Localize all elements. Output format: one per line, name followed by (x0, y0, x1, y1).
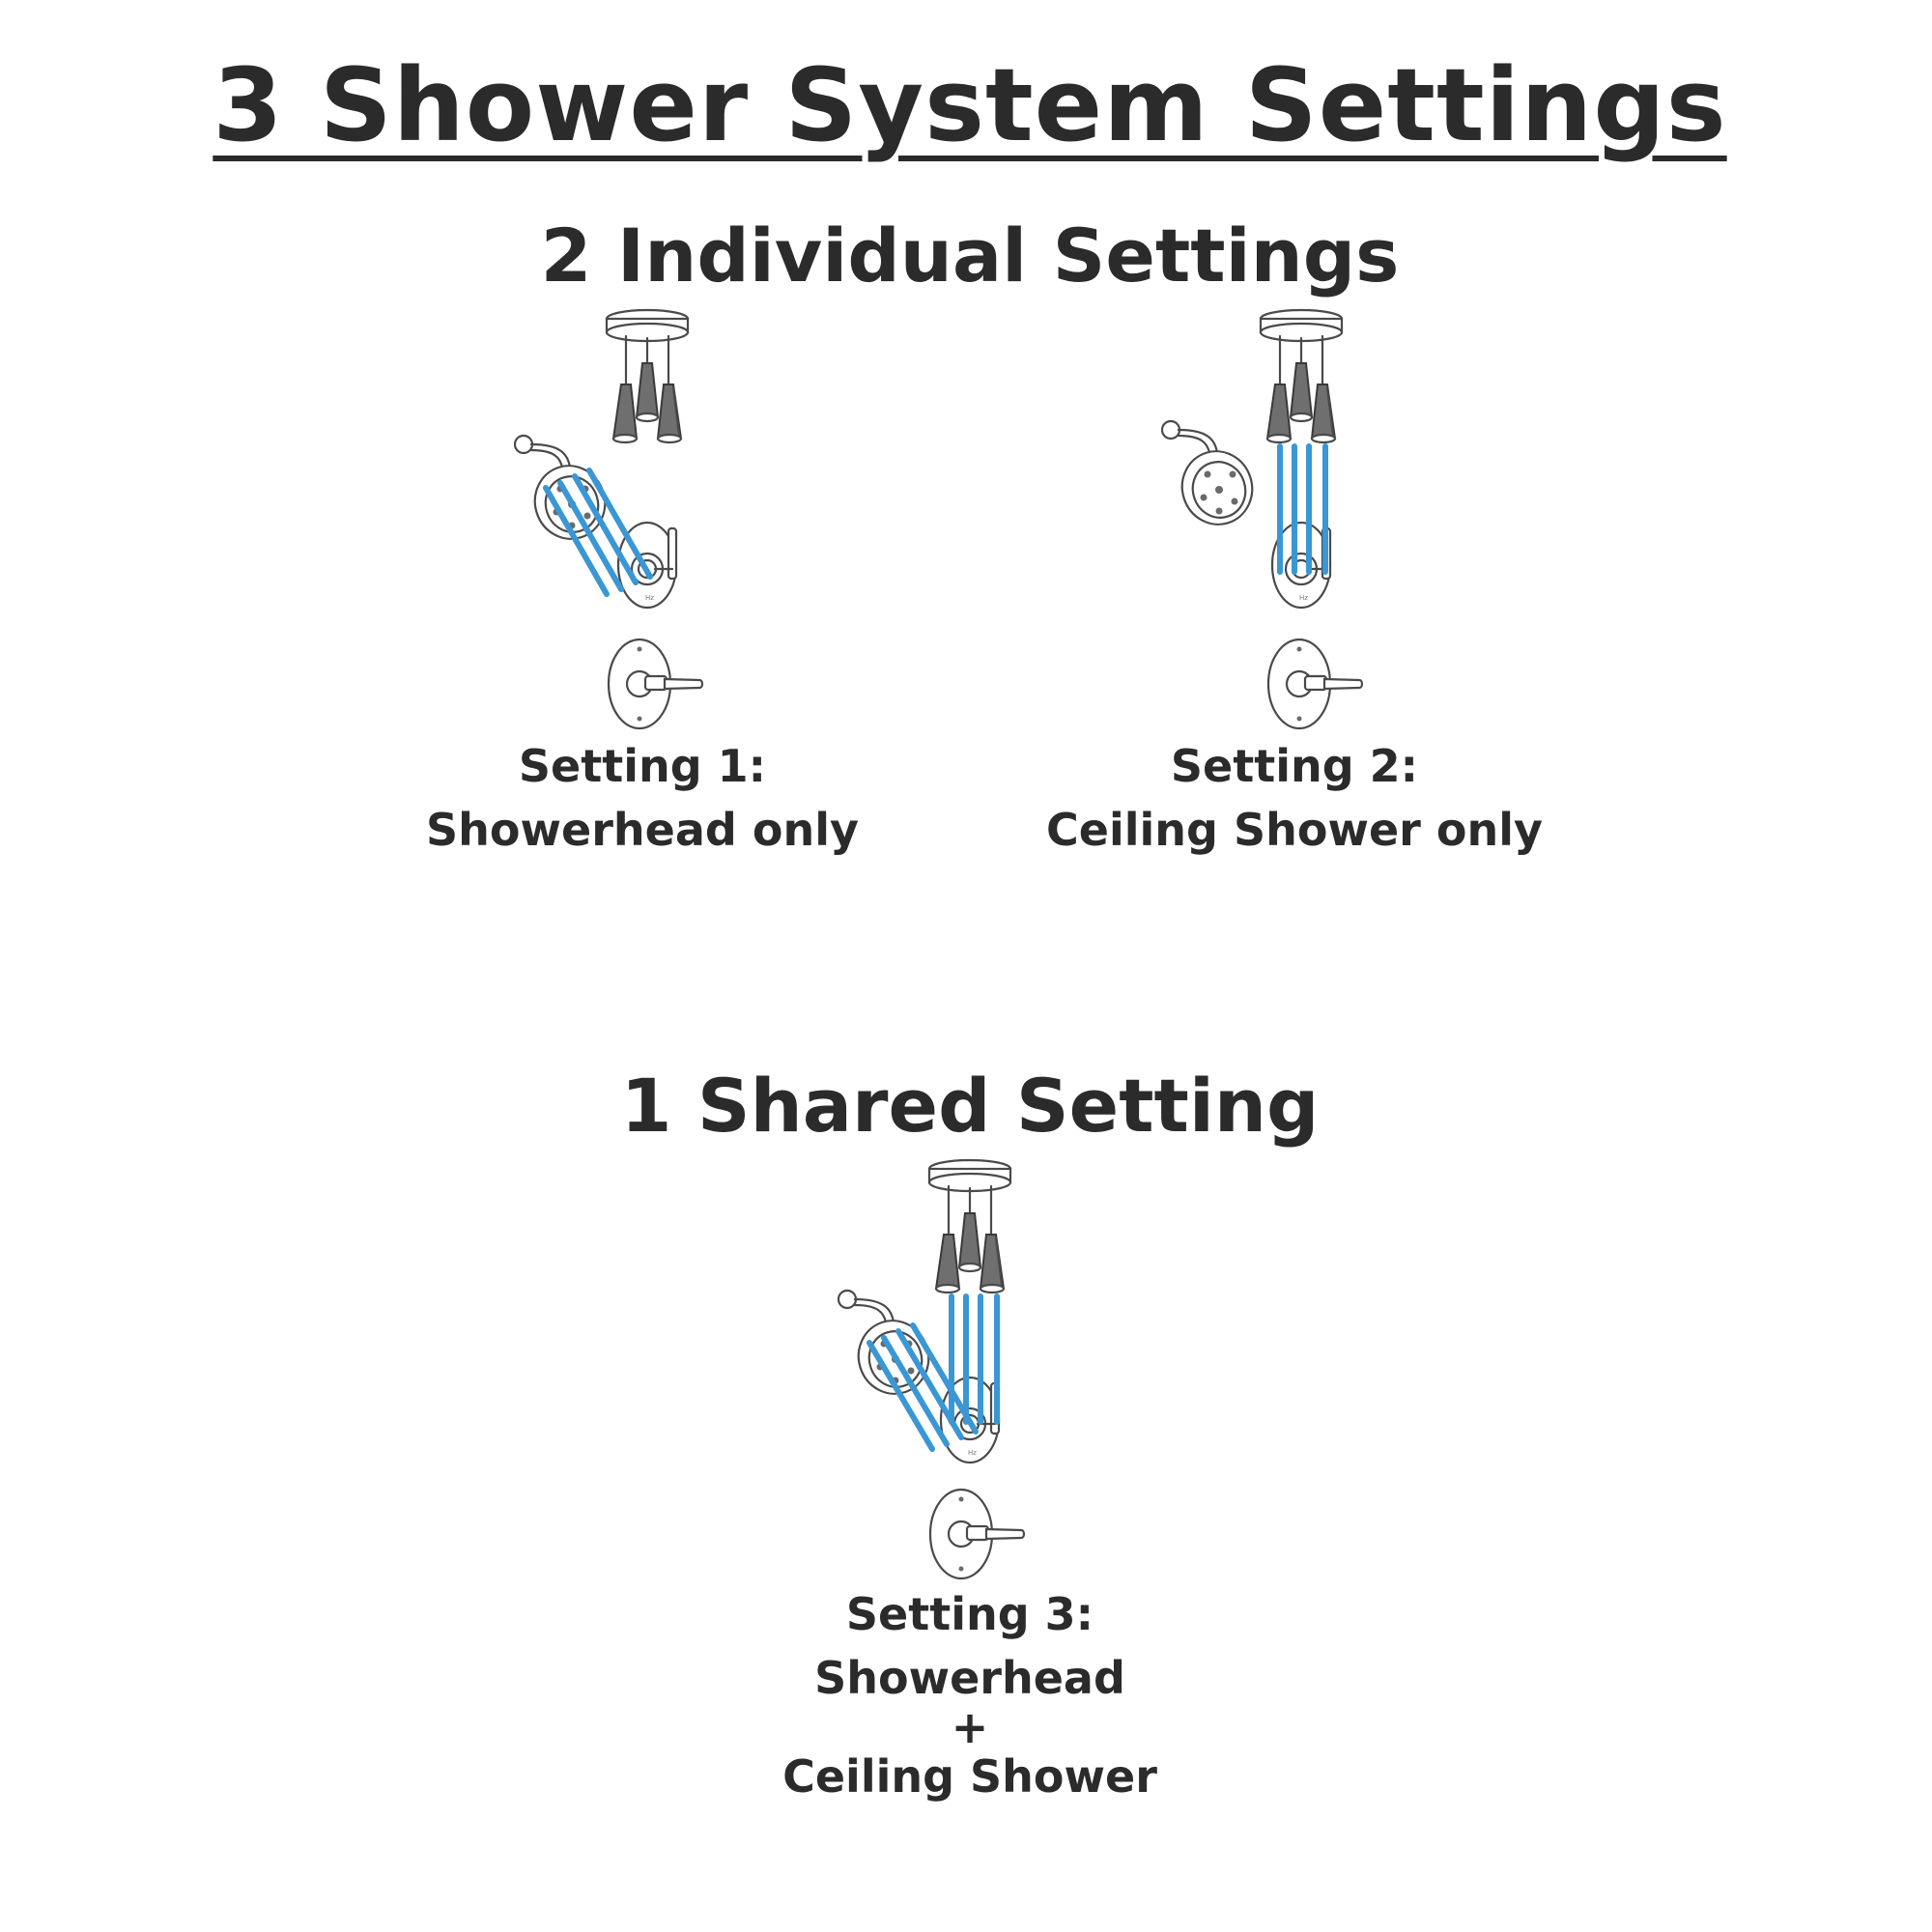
setting-3-caption: Setting 3: Showerhead + Ceiling Shower (782, 1584, 1157, 1806)
setting-2-diagram (1160, 308, 1364, 730)
setting-1-caption: Setting 1: Showerhead only (426, 734, 859, 862)
water-spray-icon (867, 1293, 1000, 1452)
water-spray-icon (1277, 443, 1328, 575)
setting-3-line-2: Ceiling Shower (782, 1750, 1157, 1803)
page-title: 3 Shower System Settings (213, 46, 1727, 164)
valve-trim-icon (607, 638, 704, 730)
setting-1-diagram (513, 308, 704, 730)
setting-2-description: Ceiling Shower only (1046, 804, 1543, 856)
valve-trim-icon (928, 1488, 1026, 1580)
setting-3-line-1: Showerhead (814, 1652, 1125, 1704)
individual-settings-heading: 2 Individual Settings (540, 213, 1400, 298)
ceiling-shower-icon (1259, 308, 1344, 444)
showerhead-icon (1160, 419, 1264, 535)
ceiling-shower-icon (605, 308, 690, 444)
shared-setting-heading: 1 Shared Setting (620, 1063, 1320, 1149)
setting-1-description: Showerhead only (426, 804, 859, 856)
setting-3-plus: + (951, 1701, 989, 1753)
water-spray-icon (543, 468, 653, 597)
ceiling-shower-icon (927, 1158, 1012, 1294)
setting-3-label: Setting 3: (845, 1588, 1094, 1640)
setting-3-diagram (837, 1158, 1026, 1580)
setting-2-caption: Setting 2: Ceiling Shower only (1046, 734, 1543, 862)
setting-1-label: Setting 1: (518, 740, 767, 792)
setting-2-label: Setting 2: (1170, 740, 1419, 792)
valve-trim-icon (1266, 638, 1364, 730)
